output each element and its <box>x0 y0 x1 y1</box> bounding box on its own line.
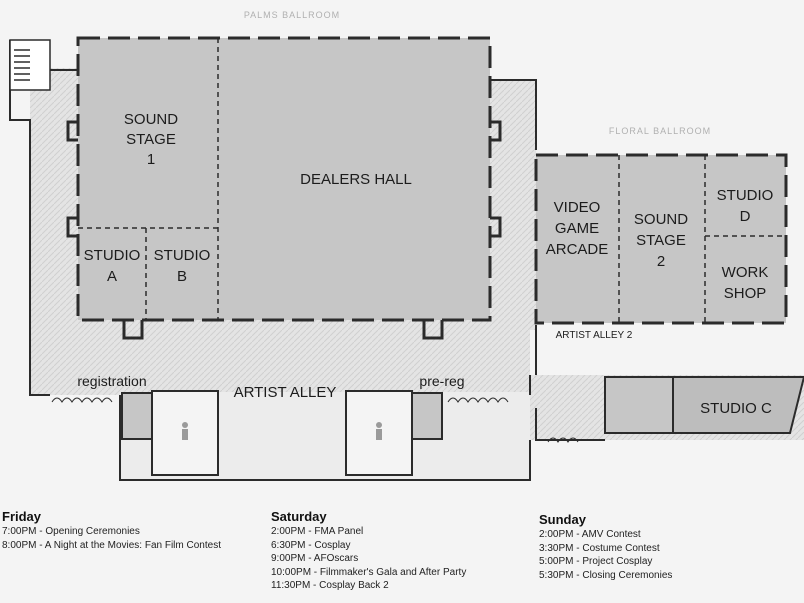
svg-text:STUDIO: STUDIO <box>154 247 211 264</box>
room-video-game-arcade: VIDEO GAME ARCADE <box>546 199 609 258</box>
room-sound-stage-2: SOUND STAGE 2 <box>634 211 688 270</box>
east-corridor <box>490 80 536 330</box>
floral-ballroom <box>534 153 788 325</box>
event-item: 5:00PM - Project Cosplay <box>539 556 653 567</box>
room-studio-b: STUDIO B <box>154 247 211 285</box>
event-item: 2:00PM - AMV Contest <box>539 529 641 540</box>
restroom-icon <box>376 422 382 440</box>
staircase-icon <box>9 39 51 91</box>
event-item: 11:30PM - Cosplay Back 2 <box>271 580 389 591</box>
svg-text:STAGE: STAGE <box>126 131 176 148</box>
artist-alley-2-label: ARTIST ALLEY 2 <box>556 330 633 341</box>
day-heading: Friday <box>2 509 42 524</box>
svg-text:D: D <box>740 208 751 225</box>
room-studio-d: STUDIO D <box>717 187 774 225</box>
svg-text:GAME: GAME <box>555 220 599 237</box>
artist-alley-label: ARTIST ALLEY <box>234 384 337 401</box>
event-item: 8:00PM - A Night at the Movies: Fan Film… <box>2 539 221 551</box>
event-item: 3:30PM - Costume Contest <box>539 542 660 554</box>
svg-text:2: 2 <box>657 253 665 270</box>
room-studio-c: STUDIO C <box>700 400 772 417</box>
event-item: 5:30PM - Closing Ceremonies <box>539 569 673 581</box>
west-corridor <box>30 68 78 328</box>
schedule-friday: Friday 7:00PM - Opening Ceremonies 8:00P… <box>2 509 221 552</box>
svg-text:SHOP: SHOP <box>724 285 767 302</box>
event-list: 2:00PM - AMV Contest 3:30PM - Costume Co… <box>539 528 672 582</box>
room-work-shop: WORK SHOP <box>722 264 769 302</box>
registration-label: registration <box>77 373 146 389</box>
palms-ballroom-label: PALMS BALLROOM <box>244 10 340 20</box>
svg-text:B: B <box>177 268 187 285</box>
palms-notches <box>66 120 502 340</box>
svg-text:1: 1 <box>147 151 155 168</box>
day-heading: Sunday <box>539 512 586 527</box>
svg-text:ARCADE: ARCADE <box>546 241 609 258</box>
artist-alley-corridor <box>30 322 530 394</box>
event-item: 6:30PM - Cosplay <box>271 539 351 551</box>
svg-text:STUDIO: STUDIO <box>84 247 141 264</box>
event-item: 9:00PM - AFOscars <box>271 553 359 564</box>
corridor-walls <box>9 40 605 481</box>
event-item: 7:00PM - Opening Ceremonies <box>2 526 140 537</box>
svg-text:STAGE: STAGE <box>636 232 686 249</box>
restroom-icon <box>182 422 188 440</box>
event-item: 2:00PM - FMA Panel <box>271 526 364 537</box>
svg-text:WORK: WORK <box>722 264 769 281</box>
day-heading: Saturday <box>271 509 327 524</box>
svg-text:DEALERS HALL: DEALERS HALL <box>300 171 412 188</box>
schedule-sunday: Sunday 2:00PM - AMV Contest 3:30PM - Cos… <box>539 512 672 582</box>
svg-text:VIDEO: VIDEO <box>554 199 601 216</box>
event-item: 10:00PM - Filmmaker's Gala and After Par… <box>271 566 467 578</box>
pre-reg-booth <box>411 392 443 440</box>
svg-text:SOUND: SOUND <box>634 211 688 228</box>
event-list: 2:00PM - FMA Panel 6:30PM - Cosplay 9:00… <box>271 525 466 593</box>
room-dealers-hall: DEALERS HALL <box>300 171 412 188</box>
svg-text:SOUND: SOUND <box>124 111 178 128</box>
registration-booth <box>121 392 153 440</box>
schedule-saturday: Saturday 2:00PM - FMA Panel 6:30PM - Cos… <box>271 509 466 593</box>
event-list: 7:00PM - Opening Ceremonies 8:00PM - A N… <box>2 525 221 552</box>
floor-map: PALMS BALLROOM FLORAL BALLROOM <box>9 10 804 481</box>
entrance-doors-icon <box>51 397 579 443</box>
studio-c-annex <box>604 376 674 434</box>
svg-text:STUDIO C: STUDIO C <box>700 400 772 417</box>
svg-text:A: A <box>107 268 117 285</box>
room-sound-stage-1: SOUND STAGE 1 <box>124 111 178 168</box>
palms-ballroom <box>76 36 492 322</box>
svg-text:STUDIO: STUDIO <box>717 187 774 204</box>
room-studio-a: STUDIO A <box>84 247 141 285</box>
pre-reg-label: pre-reg <box>419 373 464 389</box>
floral-ballroom-label: FLORAL BALLROOM <box>609 126 711 136</box>
studio-c-room <box>672 376 804 434</box>
